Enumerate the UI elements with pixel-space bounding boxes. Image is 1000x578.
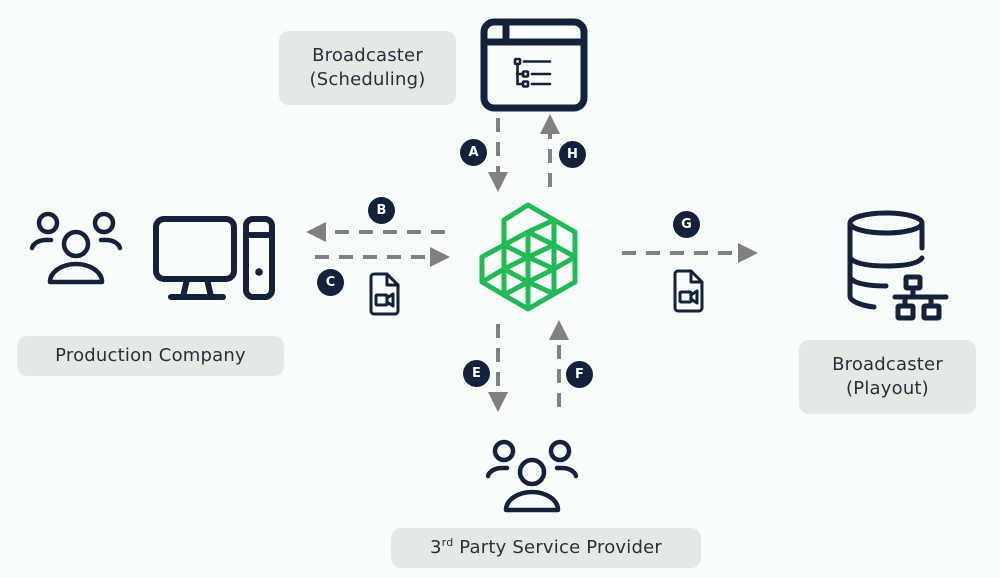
flow-badge-f: F [566,361,593,388]
playout-label-line2: (Playout) [846,378,929,399]
users-group-icon [485,439,579,513]
flow-badge-g: G [673,211,700,238]
playout-label-line1: Broadcaster [832,354,943,375]
users-group-icon [29,211,123,285]
video-file-icon [673,269,704,313]
production-label: Production Company [17,336,284,376]
flow-badge-c: C [317,269,344,296]
flow-badge-e: E [463,360,490,387]
scheduling-label: Broadcaster (Scheduling) [279,31,456,105]
scheduling-label-line2: (Scheduling) [309,69,426,90]
desktop-computer-icon [153,216,275,300]
flow-badge-h: H [559,141,586,168]
third-party-label: 3rd Party Service Provider [391,528,701,568]
video-file-icon [369,272,400,316]
flow-badge-b: B [368,197,395,224]
hexagon-cluster-logo-icon [479,202,578,312]
flow-badge-a: A [460,139,487,166]
third-party-label-superscript: rd [441,536,454,549]
scheduling-label-line1: Broadcaster [312,45,423,66]
playout-label: Broadcaster (Playout) [799,340,976,414]
production-label-text: Production Company [55,345,246,366]
third-party-label-text: 3rd Party Service Provider [430,536,662,558]
browser-window-tree-list-icon [480,18,588,112]
database-network-icon [847,210,949,321]
